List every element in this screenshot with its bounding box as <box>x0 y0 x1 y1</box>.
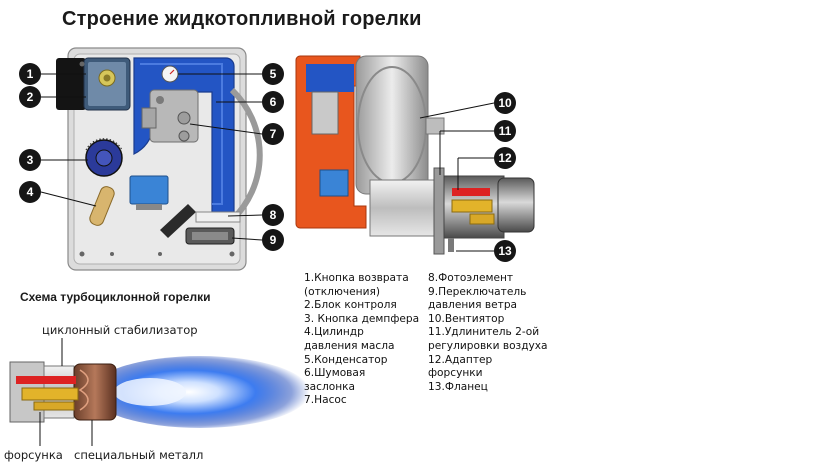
page-title: Строение жидкотопливной горелки <box>62 8 422 30</box>
fan-housing <box>355 55 429 195</box>
callout-12: 12 <box>494 147 516 169</box>
damper-dial-hub <box>95 149 113 167</box>
legend-item-5: 5.Конденсатор <box>304 353 388 366</box>
leader-10 <box>419 102 495 119</box>
legend-item-8: 8.Фотоэлемент <box>428 272 514 284</box>
reset-button-center <box>103 74 111 82</box>
callout-2: 2 <box>19 86 41 108</box>
gauge-needle <box>169 69 175 75</box>
nozzle-rod <box>452 188 490 196</box>
pump-valve <box>178 130 190 142</box>
flame-diagram <box>9 338 310 446</box>
callout-5: 5 <box>262 63 284 85</box>
callout-9: 9 <box>262 229 284 251</box>
legend-item-13: 13.Фланец <box>428 380 488 393</box>
side-capacitor <box>319 169 349 197</box>
flame-core <box>114 378 186 406</box>
callout-7: 7 <box>262 123 284 145</box>
flame-nozzle <box>33 401 75 411</box>
nozzle-adapter <box>451 199 493 213</box>
flange-stud <box>448 238 454 252</box>
stabilizer-swirl <box>78 369 89 411</box>
leader-7 <box>189 123 263 135</box>
side-pump-block <box>311 91 339 135</box>
callout-11: 11 <box>494 120 516 142</box>
oil-cylinder <box>89 186 115 226</box>
pump-port <box>141 107 157 129</box>
front-view <box>56 47 263 271</box>
callout-10: 10 <box>494 92 516 114</box>
legend-left: 1.Кнопка возврата (отключения) 2.Блок ко… <box>304 272 419 408</box>
photocell <box>195 211 241 223</box>
callout-4: 4 <box>19 181 41 203</box>
flame-diagram-title: Схема турбоциклонной горелки <box>20 290 211 304</box>
bolt <box>79 251 85 257</box>
label-nozzle: форсунка <box>4 448 63 462</box>
legend-item-1: 1.Кнопка возврата (отключения) <box>304 272 409 298</box>
blast-tube-head <box>497 177 535 233</box>
legend-item-2: 2.Блок контроля <box>304 299 397 312</box>
capacitor-base <box>136 204 162 210</box>
label-cyclone-stabilizer: циклонный стабилизатор <box>42 323 198 337</box>
front-leader-lines <box>40 73 263 241</box>
pump-valve <box>177 111 191 125</box>
flame <box>90 356 310 428</box>
damper-scale <box>85 138 123 151</box>
bolt <box>229 251 235 257</box>
nozzle <box>469 213 495 225</box>
flange-plate <box>433 167 445 255</box>
pump-bolt <box>156 96 164 104</box>
side-view <box>295 55 535 255</box>
label-special-metal: специальный металл <box>74 448 204 462</box>
bolt <box>158 252 162 256</box>
fan-hub <box>425 117 445 135</box>
side-leader-lines <box>419 102 495 252</box>
callout-6: 6 <box>262 91 284 113</box>
callout-1: 1 <box>19 63 41 85</box>
bolt <box>110 252 114 256</box>
callout-8: 8 <box>262 204 284 226</box>
side-blue-pump <box>306 64 354 92</box>
air-switch-top <box>192 232 228 240</box>
photocell-bracket <box>160 204 196 238</box>
legend-item-4: 4.Цилиндр давления масла <box>304 326 395 352</box>
leader-4 <box>40 191 97 207</box>
cyclone-stabilizer <box>73 363 117 421</box>
legend-item-12: 12.Адаптер форсунки <box>428 353 493 380</box>
blue-housing-highlight <box>140 63 223 205</box>
callout-13: 13 <box>494 240 516 262</box>
capacitor <box>129 175 169 205</box>
leader-9 <box>231 237 263 241</box>
fan-arc <box>229 87 263 223</box>
legend-item-10: 10.Вентиятор <box>428 312 505 325</box>
flame-nozzle-rod <box>16 376 76 384</box>
legend-item-3: 3. Кнопка демпфера <box>304 312 420 325</box>
callout-3: 3 <box>19 149 41 171</box>
legend-item-7: 7.Насос <box>304 394 347 407</box>
leader-8 <box>227 214 263 217</box>
flame-nozzle-adapter <box>21 387 79 401</box>
bolt <box>79 61 85 67</box>
